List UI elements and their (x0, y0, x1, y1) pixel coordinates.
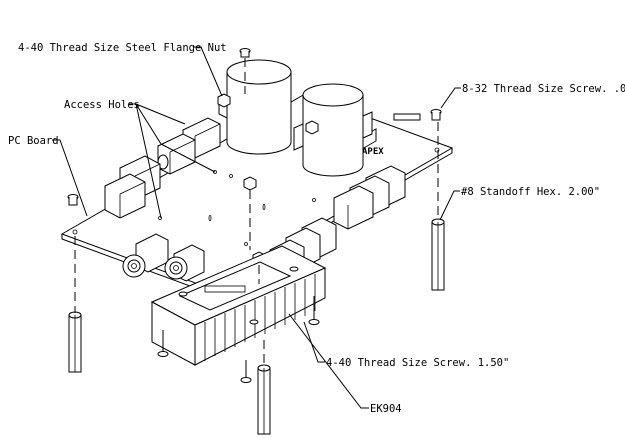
top-screw-heads (67, 48, 442, 206)
label-access-holes: Access Holes (64, 99, 140, 111)
heatsink (150, 245, 327, 366)
standoff-bottom (257, 364, 271, 435)
board-logo-text: APEX (362, 147, 384, 157)
leader-lines (52, 46, 461, 409)
label-screw-832: 8-32 Thread Size Screw. .025" (462, 83, 625, 95)
connector-left-2 (104, 173, 146, 219)
label-standoff: #8 Standoff Hex. 2.00" (461, 186, 600, 198)
bnc-connector-2 (164, 244, 205, 282)
capacitor-left (218, 59, 292, 155)
capacitor-right (293, 83, 373, 177)
label-pc-board: PC Board (8, 135, 59, 147)
standoff-left (68, 311, 82, 373)
label-flange-nut: 4-40 Thread Size Steel Flange Nut (18, 42, 227, 54)
heatsink-fins (204, 274, 316, 361)
label-ek904: EK904 (370, 403, 402, 415)
label-screw-440: 4-40 Thread Size Screw. 1.50" (326, 357, 509, 369)
standoff-right (431, 218, 445, 291)
connector-right-row (333, 165, 406, 230)
bnc-connector-1 (122, 233, 169, 278)
bottom-screws (157, 296, 320, 383)
assembly-lines (74, 58, 439, 365)
